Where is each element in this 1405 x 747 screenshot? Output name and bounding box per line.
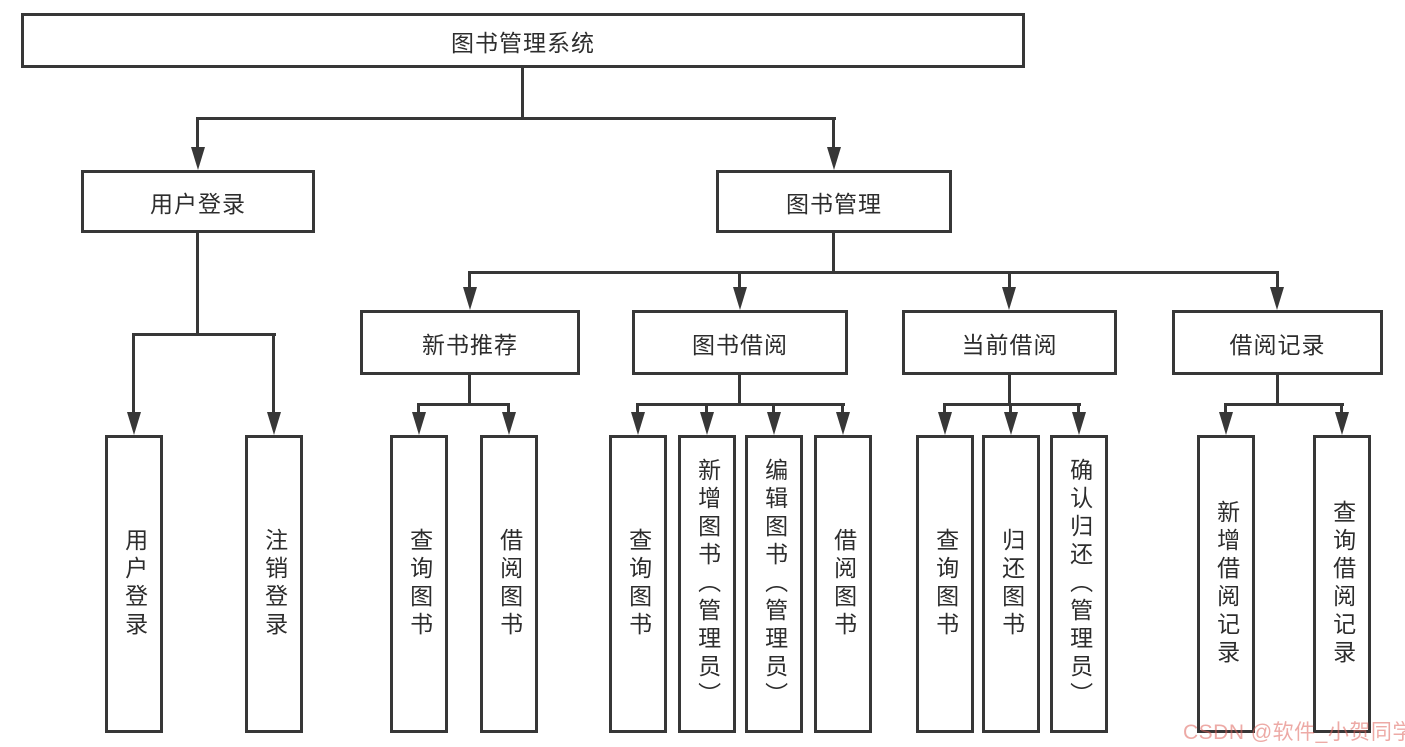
connector-line (196, 231, 199, 336)
arrow-down-icon (1004, 412, 1018, 435)
connector-line (196, 117, 199, 150)
connector-line (417, 403, 510, 406)
connector-line (1008, 271, 1011, 289)
connector-line (832, 231, 835, 274)
arrow-down-icon (733, 287, 747, 310)
arrow-down-icon (938, 412, 952, 435)
node-label: 编辑图书（管理员） (761, 458, 788, 710)
connector-line (1077, 403, 1080, 417)
node-label: 确认归还（管理员） (1066, 458, 1093, 710)
arrow-down-icon (463, 287, 477, 310)
connector-line (943, 403, 946, 417)
arrow-down-icon (827, 147, 841, 170)
leaf-query-books-recommend: 查询图书 (390, 435, 448, 733)
connector-line (943, 403, 1081, 406)
node-book-borrowing: 图书借阅 (632, 310, 848, 375)
connector-line (468, 271, 471, 289)
node-label: 借阅图书 (496, 528, 523, 640)
connector-line (841, 403, 844, 417)
node-label: 图书借阅 (692, 331, 788, 358)
node-label: 用户登录 (121, 528, 148, 640)
connector-line (738, 373, 741, 406)
node-label: 图书管理系统 (451, 29, 595, 56)
arrow-down-icon (1002, 287, 1016, 310)
connector-line (705, 403, 708, 417)
connector-line (468, 271, 1279, 274)
connector-line (738, 271, 741, 289)
csdn-watermark: CSDN @软件_小贺同学 (1183, 721, 1405, 744)
node-label: 查询图书 (932, 528, 959, 640)
arrow-down-icon (1270, 287, 1284, 310)
node-label: 新书推荐 (422, 331, 518, 358)
node-label: 借阅记录 (1229, 331, 1326, 358)
connector-line (772, 403, 775, 417)
node-label: 图书管理 (786, 190, 882, 217)
connector-line (132, 333, 135, 415)
connector-line (468, 373, 471, 406)
node-label: 用户登录 (150, 190, 246, 217)
leaf-query-borrow-record: 查询借阅记录 (1313, 435, 1371, 733)
node-label: 查询图书 (406, 528, 433, 640)
connector-line (196, 117, 836, 120)
leaf-borrow-books-recommend: 借阅图书 (480, 435, 538, 733)
arrow-down-icon (191, 147, 205, 170)
connector-line (1340, 403, 1343, 417)
leaf-add-books-admin: 新增图书（管理员） (678, 435, 736, 733)
connector-line (132, 333, 276, 336)
node-label: 查询借阅记录 (1329, 500, 1356, 668)
connector-line (1224, 403, 1227, 417)
node-book-management: 图书管理 (716, 170, 952, 233)
node-current-borrowing: 当前借阅 (902, 310, 1117, 375)
connector-line (1009, 403, 1012, 417)
leaf-user-login: 用户登录 (105, 435, 163, 733)
arrow-down-icon (631, 412, 645, 435)
node-user-login: 用户登录 (81, 170, 315, 233)
arrow-down-icon (700, 412, 714, 435)
arrow-down-icon (767, 412, 781, 435)
arrow-down-icon (412, 412, 426, 435)
arrow-down-icon (836, 412, 850, 435)
leaf-logout: 注销登录 (245, 435, 303, 733)
node-label: 查询图书 (625, 528, 652, 640)
connector-line (272, 333, 275, 415)
arrow-down-icon (1072, 412, 1086, 435)
connector-line (417, 403, 420, 417)
leaf-query-books-borrowing: 查询图书 (609, 435, 667, 733)
connector-line (1276, 271, 1279, 289)
leaf-add-borrow-record: 新增借阅记录 (1197, 435, 1255, 733)
node-label: 当前借阅 (961, 331, 1058, 358)
leaf-borrow-books: 借阅图书 (814, 435, 872, 733)
connector-line (1224, 403, 1344, 406)
node-borrowing-records: 借阅记录 (1172, 310, 1383, 375)
node-library-management-system: 图书管理系统 (21, 13, 1025, 68)
connector-line (521, 66, 524, 120)
node-new-book-recommend: 新书推荐 (360, 310, 580, 375)
node-label: 新增借阅记录 (1213, 500, 1240, 668)
connector-line (636, 403, 639, 417)
leaf-confirm-return-admin: 确认归还（管理员） (1050, 435, 1108, 733)
arrow-down-icon (502, 412, 516, 435)
leaf-query-books-current: 查询图书 (916, 435, 974, 733)
arrow-down-icon (127, 412, 141, 435)
node-label: 新增图书（管理员） (694, 458, 721, 710)
arrow-down-icon (267, 412, 281, 435)
arrow-down-icon (1335, 412, 1349, 435)
connector-line (637, 403, 845, 406)
arrow-down-icon (1219, 412, 1233, 435)
node-label: 借阅图书 (830, 528, 857, 640)
connector-line (507, 403, 510, 417)
node-label: 归还图书 (998, 528, 1025, 640)
connector-line (1008, 373, 1011, 406)
leaf-edit-books-admin: 编辑图书（管理员） (745, 435, 803, 733)
connector-line (832, 117, 835, 150)
leaf-return-books: 归还图书 (982, 435, 1040, 733)
node-label: 注销登录 (261, 528, 288, 640)
connector-line (1276, 373, 1279, 406)
